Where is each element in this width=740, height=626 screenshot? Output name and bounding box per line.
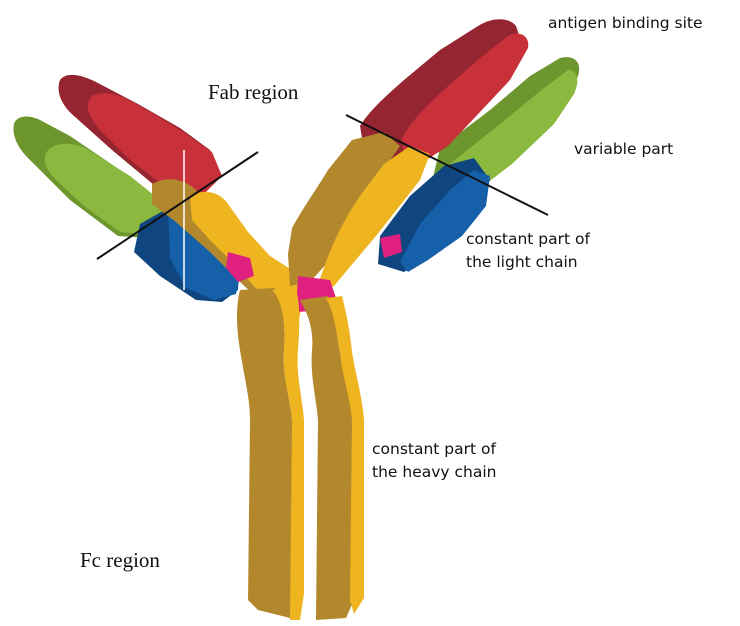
constant-heavy-chain-line1: constant part of <box>372 438 496 461</box>
fc-left-heavy-chain-shade <box>237 288 292 618</box>
fc-region-label: Fc region <box>80 548 160 573</box>
fab-region-label: Fab region <box>208 80 298 105</box>
constant-heavy-chain-line2: the heavy chain <box>372 461 496 484</box>
constant-light-chain-line2: the light chain <box>466 251 590 274</box>
constant-light-chain-label: constant part of the light chain <box>466 228 590 275</box>
constant-heavy-chain-label: constant part of the heavy chain <box>372 438 496 485</box>
antigen-binding-site-label: antigen binding site <box>548 12 703 35</box>
constant-light-chain-line1: constant part of <box>466 228 590 251</box>
variable-part-label: variable part <box>574 138 673 161</box>
